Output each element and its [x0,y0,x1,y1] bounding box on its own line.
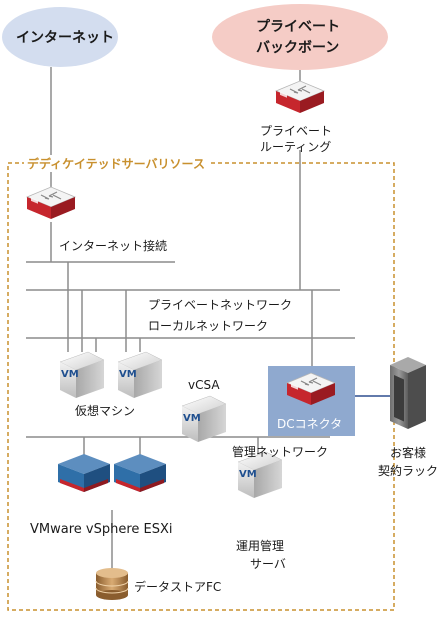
dc-connector-label: DCコネクタ [277,417,343,431]
private-routing-label: ルーティング [260,140,332,154]
local-network-label: ローカルネットワーク [148,319,269,333]
vm-badge: VM [239,469,257,480]
esxi-host-icon [58,454,110,492]
management-network-label: 管理ネットワーク [232,445,329,459]
vm-server-icon [117,351,163,398]
esxi-label: VMware vSphere ESXi [30,522,173,537]
customer-rack-label: お客様 [390,446,427,460]
virtual-machine-label: 仮想マシン [75,404,136,418]
vm-badge: VM [61,369,79,380]
dedicated-resource-title: デディケイテッドサーバリソース [24,155,208,172]
router-icon [25,186,77,219]
vcsa-label: vCSA [188,378,220,392]
private-backbone-label: プライベート [256,19,340,35]
vm-server-icon [59,351,105,398]
ops-server-label: サーバ [250,557,286,571]
datastore-icon [95,568,129,600]
ops-server-label: 運用管理 [236,539,285,553]
router-icon [285,372,337,405]
router-icon [274,80,326,113]
internet-cloud [2,7,118,67]
internet-cloud-label: インターネット [16,30,114,46]
customer-rack-icon [390,357,426,429]
datastore-label: データストアFC [134,580,222,594]
vm-badge: VM [119,369,137,380]
private-backbone-label: バックボーン [256,40,340,56]
private-routing-label: プライベート [260,124,333,138]
esxi-host-icon [114,454,166,492]
private-backbone-cloud [212,4,388,70]
customer-rack-label: 契約ラック [378,464,439,478]
vm-badge: VM [183,413,201,424]
vcsa-server-icon [181,395,227,442]
ops-server-icon [237,451,283,498]
internet-connection-label: インターネット接続 [59,239,168,253]
private-network-label: プライベートネットワーク [148,298,293,312]
connection-lines [26,67,355,572]
